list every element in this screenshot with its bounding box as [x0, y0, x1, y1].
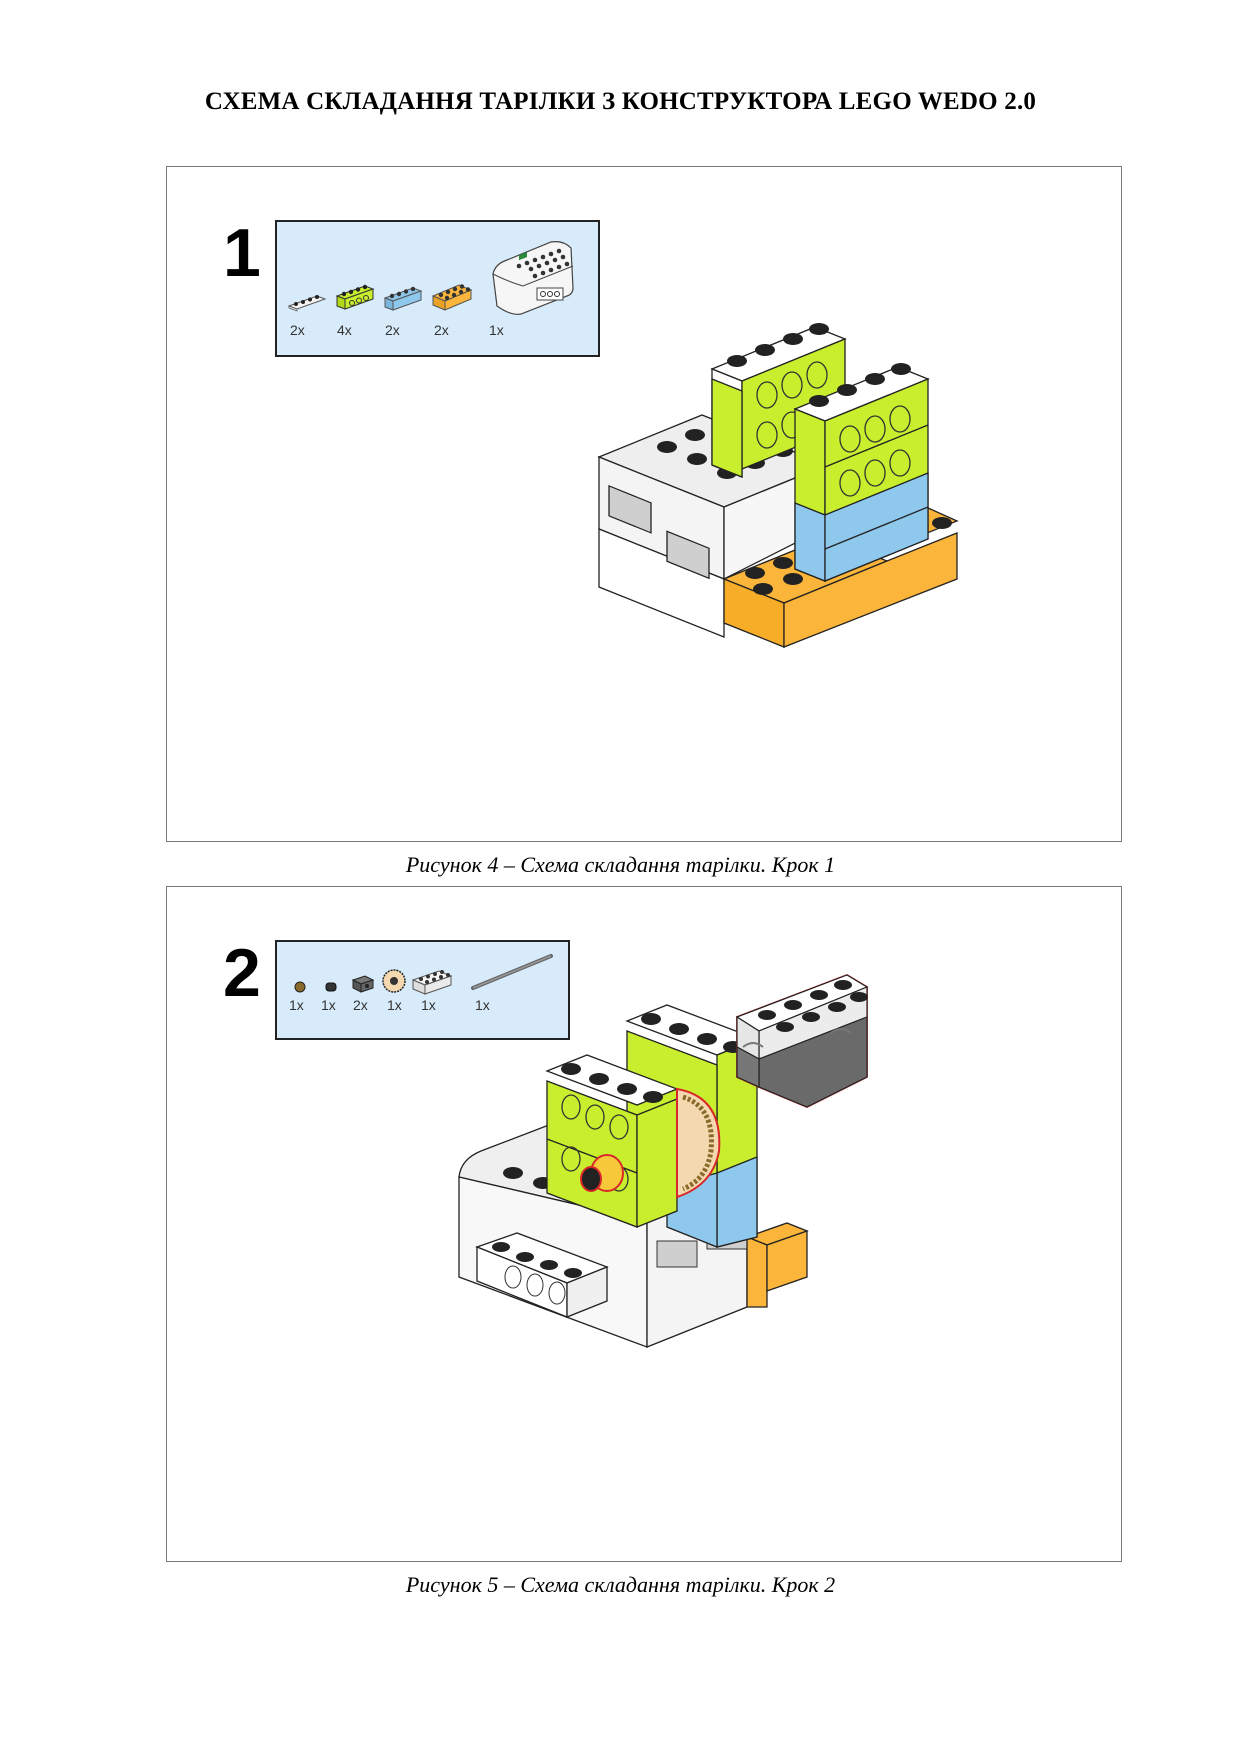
axle-connector-icon [325, 982, 337, 992]
step-number: 2 [223, 935, 261, 1011]
rotation-arrow-icon [742, 1042, 764, 1048]
blue-brick-1x4-icon [383, 286, 423, 311]
technic-brick-1x1-icon [351, 975, 375, 993]
axle-icon [471, 954, 553, 990]
part-qty: 2x [385, 322, 400, 338]
part-qty: 2x [353, 997, 368, 1013]
gear-icon [382, 969, 406, 993]
assembly-illustration-step-2 [458, 974, 869, 1348]
part-qty: 2x [290, 322, 305, 338]
page-title: СХЕМА СКЛАДАННЯ ТАРІЛКИ З КОНСТРУКТОРА L… [204, 88, 1037, 115]
part-qty: 1x [489, 322, 504, 338]
figure-step-1: 1 [166, 166, 1122, 842]
white-plate-1x4-icon [287, 295, 327, 312]
part-qty: 4x [337, 322, 352, 338]
figure-caption: Рисунок 5 – Схема складання тарілки. Кро… [405, 1572, 836, 1597]
figure-step-2: 2 1x 1x 2x 1x [166, 886, 1122, 1562]
orange-brick-2x4-icon [431, 284, 473, 311]
lime-technic-brick-1x4-icon [335, 284, 375, 310]
step-number: 1 [223, 215, 261, 291]
part-qty: 1x [387, 997, 402, 1013]
part-qty: 2x [434, 322, 449, 338]
white-brick-2x4-icon [411, 970, 453, 995]
part-qty: 1x [421, 997, 436, 1013]
part-qty: 1x [475, 997, 490, 1013]
rotation-arrow-icon [830, 1028, 852, 1034]
smarthub-icon [492, 241, 574, 315]
pinion-highlight [580, 1154, 624, 1192]
bushing-icon [294, 981, 306, 993]
assembly-illustration-step-1 [597, 323, 959, 648]
parts-list: 1x 1x 2x 1x 1x 1x [275, 940, 570, 1040]
part-qty: 1x [321, 997, 336, 1013]
parts-list: 2x 4x 2x 2x 1x [275, 220, 600, 357]
part-qty: 1x [289, 997, 304, 1013]
figure-caption: Рисунок 4 – Схема складання тарілки. Кро… [405, 852, 836, 877]
